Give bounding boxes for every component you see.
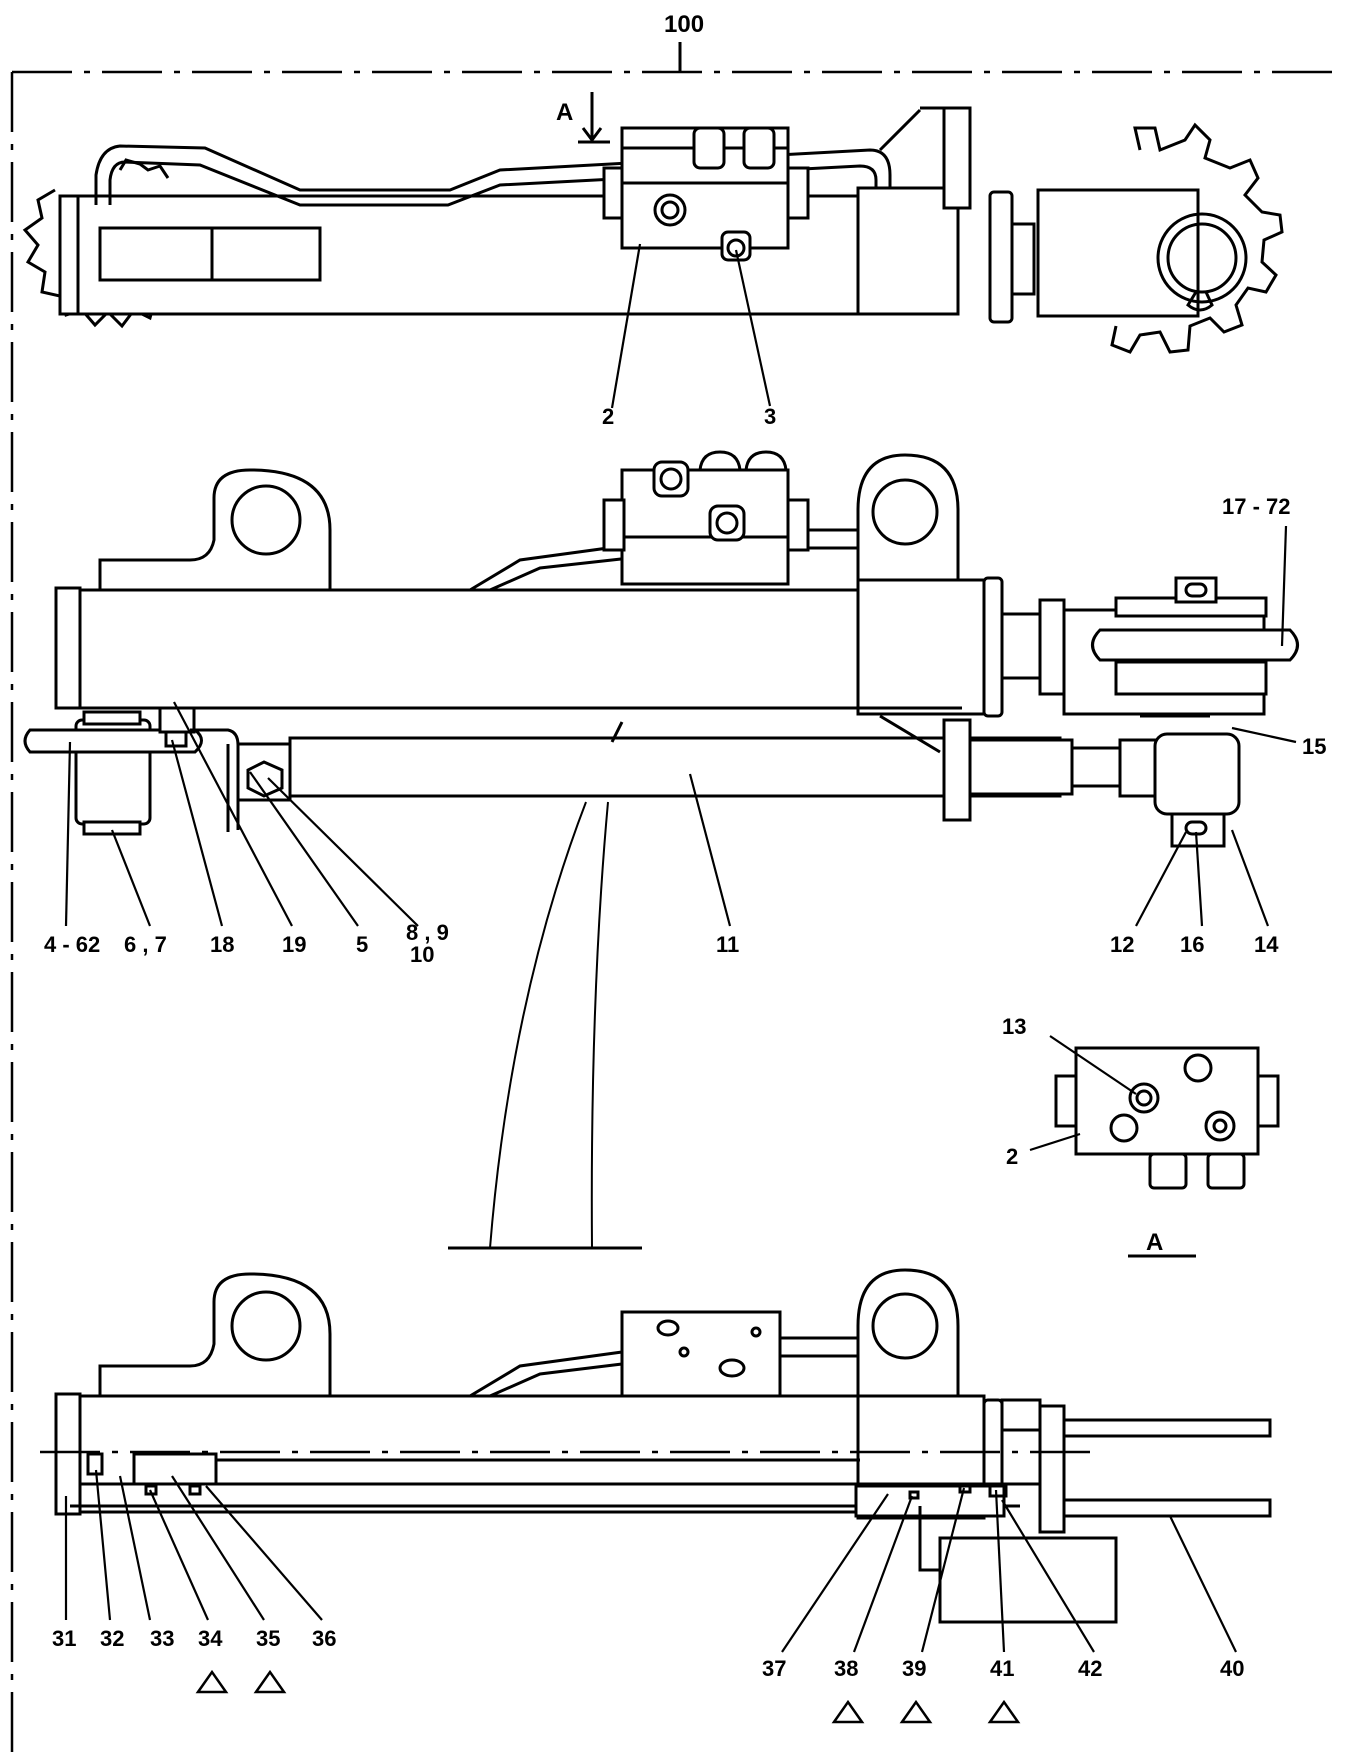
top-view: A 2 3 [22, 92, 1284, 429]
top-view-label-plug: 3 [764, 404, 776, 429]
label-34: 34 [198, 1626, 223, 1651]
assembly-ref-label: 100 [664, 11, 704, 38]
label-42: 42 [1078, 1656, 1102, 1681]
triangle-marker-39 [899, 1699, 933, 1724]
label-clip: 19 [282, 932, 306, 957]
triangle-marker-38 [831, 1699, 865, 1724]
label-bolt-washer: 8 , 9 [406, 920, 449, 945]
detail-a-view: 13 2 A [1002, 1014, 1280, 1258]
label-plate: 15 [1302, 734, 1326, 759]
label-32: 32 [100, 1626, 124, 1651]
detail-a-label-orifice: 13 [1002, 1014, 1026, 1039]
label-bracket: 5 [356, 932, 368, 957]
triangle-marker-34 [195, 1669, 229, 1694]
label-lube-fitting: 18 [210, 932, 234, 957]
triangle-marker-35 [253, 1669, 287, 1694]
label-39: 39 [902, 1656, 926, 1681]
label-38: 38 [834, 1656, 858, 1681]
triangle-marker-41 [987, 1699, 1021, 1724]
label-33: 33 [150, 1626, 174, 1651]
top-view-label-body: 2 [602, 404, 614, 429]
label-36: 36 [312, 1626, 336, 1651]
label-35: 35 [256, 1626, 280, 1651]
label-bushing: 6 , 7 [124, 932, 167, 957]
assembly-boundary [10, 70, 1340, 1764]
label-spring-pin: 17 - 72 [1222, 494, 1291, 519]
detail-a-label-body: 2 [1006, 1144, 1018, 1169]
detail-a-caption: A [1146, 1229, 1163, 1256]
label-bolt-washer-2: 10 [410, 942, 434, 967]
side-view: 4 - 62 6 , 7 18 19 5 8 , 9 10 11 12 16 1… [23, 450, 1326, 1250]
bottom-view: 31 32 33 34 35 36 37 38 39 41 42 40 [40, 1268, 1272, 1724]
label-rod-pin: 4 - 62 [44, 932, 100, 957]
label-pin-end-1: 12 [1110, 932, 1134, 957]
label-37: 37 [762, 1656, 786, 1681]
label-pin-end-2: 16 [1180, 932, 1204, 957]
label-31: 31 [52, 1626, 76, 1651]
label-pin-end-3: 14 [1254, 932, 1279, 957]
label-rod: 11 [716, 932, 739, 957]
view-a-arrow-label: A [556, 99, 573, 126]
label-40: 40 [1220, 1656, 1244, 1681]
label-41: 41 [990, 1656, 1014, 1681]
